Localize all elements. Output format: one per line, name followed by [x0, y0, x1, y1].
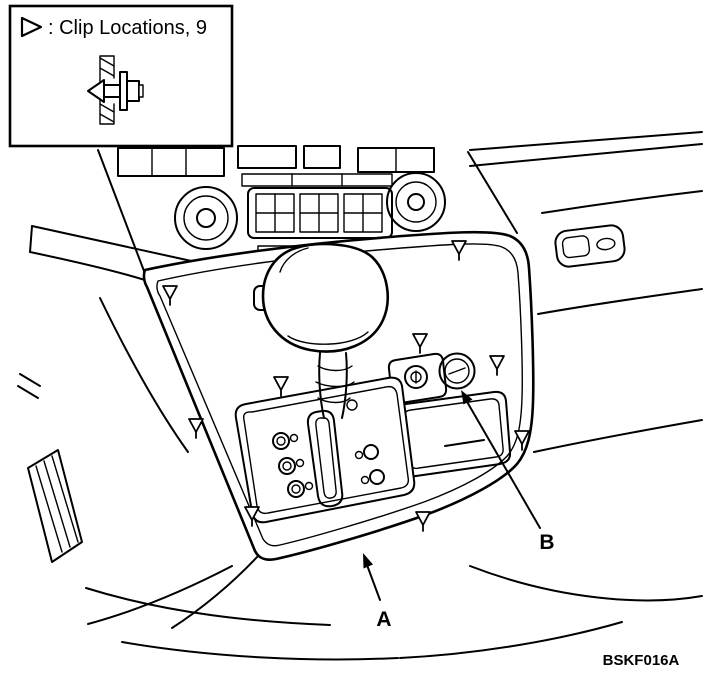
dashboard-sketch: [17, 131, 703, 661]
callout-a-arrowhead: [363, 553, 373, 569]
legend-box: : Clip Locations, 9: [8, 4, 234, 148]
shift-gate-slot: [306, 409, 344, 508]
gear-shift-knob: [253, 242, 390, 353]
switch-button-panel: [247, 187, 393, 239]
callout-b: B: [461, 390, 555, 554]
callout-a: A: [363, 553, 392, 631]
callout-b-arrowhead: [461, 390, 473, 405]
clip-illustration: [87, 55, 144, 125]
small-switch-bezel: [387, 352, 448, 405]
legend-text: : Clip Locations, 9: [48, 17, 207, 39]
callout-a-arrow: [366, 564, 381, 601]
left-dial-knob: [174, 186, 238, 250]
figure-code: BSKF016A: [603, 652, 680, 669]
shift-indicator-plate: [234, 376, 416, 524]
callout-b-arrow: [465, 399, 541, 529]
console-inner-line: [156, 243, 523, 547]
door-panel-handle: [554, 224, 626, 268]
callout-a-label: A: [376, 608, 391, 631]
callout-b-label: B: [539, 531, 554, 554]
right-dial-knob: [386, 172, 446, 232]
shift-position-indicators: [272, 399, 385, 498]
gear-lever: [315, 352, 355, 419]
power-outlet: [438, 352, 476, 390]
clip-marker: [415, 511, 431, 532]
foot-pedal: [27, 449, 83, 563]
clip-symbol-icon: [20, 16, 43, 38]
clip-marker: [188, 418, 204, 439]
